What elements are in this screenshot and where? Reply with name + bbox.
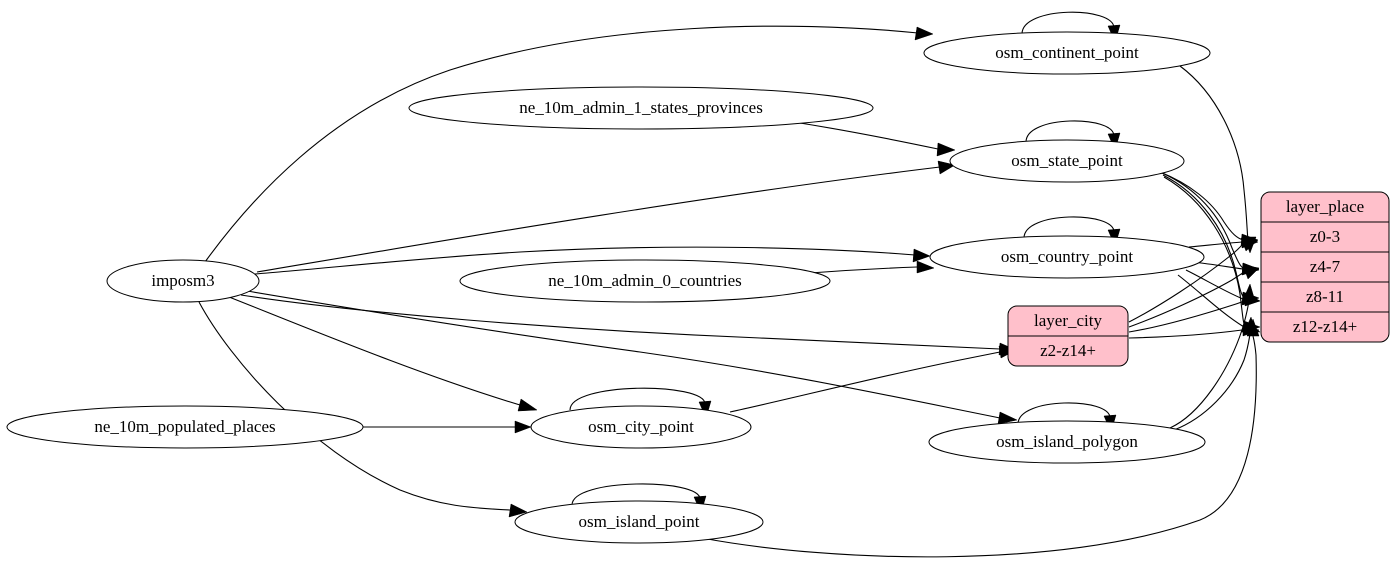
edge-imposm3-to-osm_island_point [198,301,528,518]
edge-ne_10m_admin_0_countries-to-osm_country_point [809,260,935,274]
node-osm_country_point[interactable]: osm_country_point [929,235,1205,279]
edge-osm_island_polygon-to-layer_place-z8-11 [1169,283,1256,429]
node-osm_state_point[interactable]: osm_state_point [949,139,1185,183]
node-ne_10m_admin_1_states_provinces[interactable]: ne_10m_admin_1_states_provinces [408,86,874,130]
edge-ne_10m_admin_1_states_provinces-to-osm_state_point [799,122,956,157]
node-layer_city[interactable]: layer_city z2-z14+ [1007,305,1129,367]
node-osm_city_point[interactable]: osm_city_point [530,405,752,449]
node-osm_island_polygon[interactable]: osm_island_polygon [928,420,1206,464]
edge-imposm3-to-osm_country_point [254,246,931,275]
edge-imposm3-to-osm_continent_point [204,25,934,263]
node-osm_continent_point[interactable]: osm_continent_point [923,31,1211,75]
edge-layer_city-to-layer_place-z4-7 [1128,264,1260,328]
edge-imposm3-to-layer_city [240,294,1017,356]
edge-osm_city_point-to-layer_city [729,345,1017,413]
node-ne_10m_populated_places[interactable]: ne_10m_populated_places [6,405,364,449]
node-layer: imposm3 ne_10m_admin_1_states_provinces … [6,31,1211,544]
edge-layer_city-to-layer_place-z0-3 [1128,237,1259,323]
edge-layer [198,11,1261,558]
node-imposm3[interactable]: imposm3 [106,259,260,303]
edge-osm_island_point-to-layer_place-z12-z14 [701,318,1260,558]
node-osm_island_point[interactable]: osm_island_point [514,500,764,544]
node-ne_10m_admin_0_countries[interactable]: ne_10m_admin_0_countries [459,259,831,303]
edge-imposm3-to-osm_state_point [256,160,956,273]
edge-ne_10m_populated_places-to-osm_city_point [363,420,532,434]
edge-osm_continent_point-to-layer_place-z0-3 [1179,65,1257,254]
node-layer_place[interactable]: layer_place z0-3 z4-7 z8-11 z12-z14+ [1260,191,1390,343]
edge-imposm3-to-osm_island_polygon [246,290,1018,425]
edge-imposm3-to-osm_city_point [228,296,538,412]
